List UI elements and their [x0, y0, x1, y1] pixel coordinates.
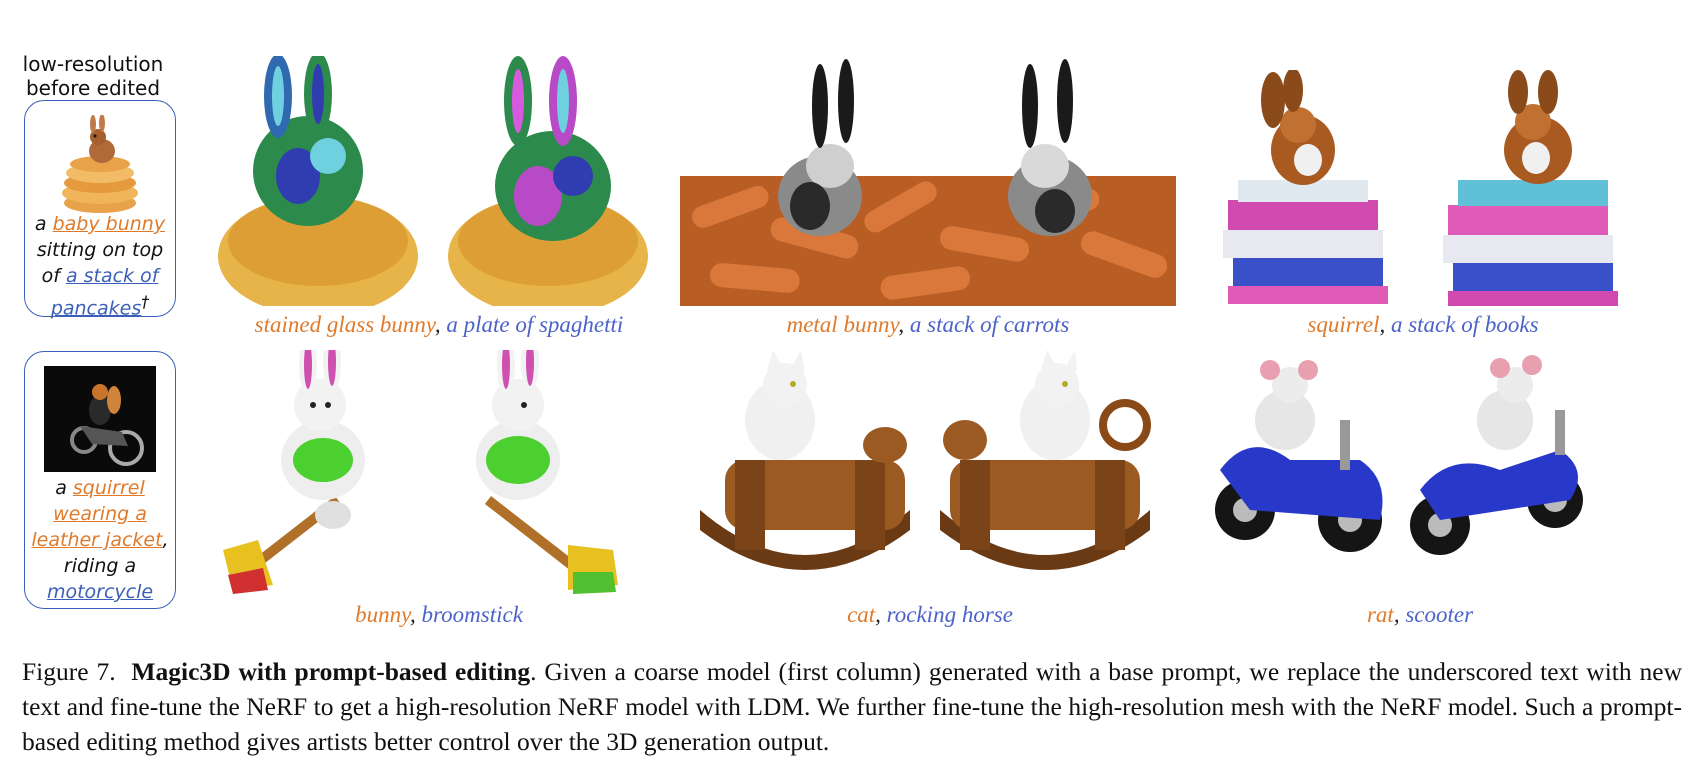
base-prompt-bunny: a baby bunny sitting on top of a stack o… [25, 211, 175, 321]
caption-stained-glass-bunny: stained glass bunny, a plate of spaghett… [218, 312, 660, 338]
caption-subject: stained glass bunny [254, 312, 435, 337]
prompt-prefix: a [34, 213, 53, 235]
caption-subject: cat [847, 602, 876, 627]
column-title: low-resolution before edited [18, 52, 168, 100]
caption-object: a stack of carrots [909, 312, 1070, 337]
cat-rocking-horse-render [700, 350, 1151, 570]
squirrel-books-render [1223, 70, 1618, 306]
caption-separator: , [1393, 602, 1406, 627]
caption-object: scooter [1405, 602, 1474, 627]
prompt-subject: squirrel wearing a leather jacket [31, 477, 163, 551]
caption-separator: , [898, 312, 910, 337]
caption-rat: rat, scooter [1210, 602, 1630, 628]
figure-title: Magic3D with prompt-based editing [131, 657, 531, 686]
caption-metal-bunny: metal bunny, a stack of carrots [680, 312, 1176, 338]
prompt-object: motorcycle [46, 581, 154, 603]
prompt-object: a stack of pancakes [50, 265, 159, 320]
caption-cat: cat, rocking horse [695, 602, 1165, 628]
caption-subject: rat [1366, 602, 1394, 627]
baby-bunny-pancakes-thumbnail [62, 115, 138, 213]
caption-subject: squirrel [1307, 312, 1380, 337]
caption-subject: bunny [355, 602, 411, 627]
figure-caption: Figure 7. Magic3D with prompt-based edit… [22, 654, 1682, 759]
caption-object: broomstick [421, 602, 523, 627]
caption-separator: , [1379, 312, 1391, 337]
caption-bunny: bunny, broomstick [218, 602, 660, 628]
figure-label: Figure 7. [22, 657, 116, 686]
caption-separator: , [434, 312, 447, 337]
figure-caption-text: . Given a coarse model (first column) ge… [22, 657, 1683, 756]
metal-bunny-carrots-render [680, 59, 1176, 306]
caption-separator: , [410, 602, 422, 627]
caption-squirrel: squirrel, a stack of books [1218, 312, 1628, 338]
prompt-subject: baby bunny [52, 213, 166, 235]
dagger-mark: † [141, 292, 150, 311]
caption-subject: metal bunny [786, 312, 899, 337]
stained-glass-bunny-spaghetti-render [218, 56, 648, 306]
caption-object: rocking horse [886, 602, 1013, 627]
column-title-line1: low-resolution [22, 52, 164, 76]
prompt-prefix: a [55, 477, 73, 499]
caption-object: a plate of spaghetti [446, 312, 624, 337]
base-prompt-squirrel: a squirrel wearing a leather jacket, rid… [25, 475, 175, 605]
prompt-middle: sitting on top of [36, 239, 164, 287]
rat-scooter-render [1215, 355, 1583, 555]
base-prompt-card-squirrel: a squirrel wearing a leather jacket, rid… [24, 351, 176, 609]
caption-separator: , [875, 602, 887, 627]
caption-object: a stack of books [1390, 312, 1539, 337]
column-title-line2: before edited [25, 76, 161, 100]
squirrel-motorcycle-thumbnail [44, 366, 156, 472]
bunny-broomstick-render [223, 350, 618, 594]
prompt-middle: , riding a [63, 529, 169, 577]
base-prompt-card-bunny: a baby bunny sitting on top of a stack o… [24, 100, 176, 319]
